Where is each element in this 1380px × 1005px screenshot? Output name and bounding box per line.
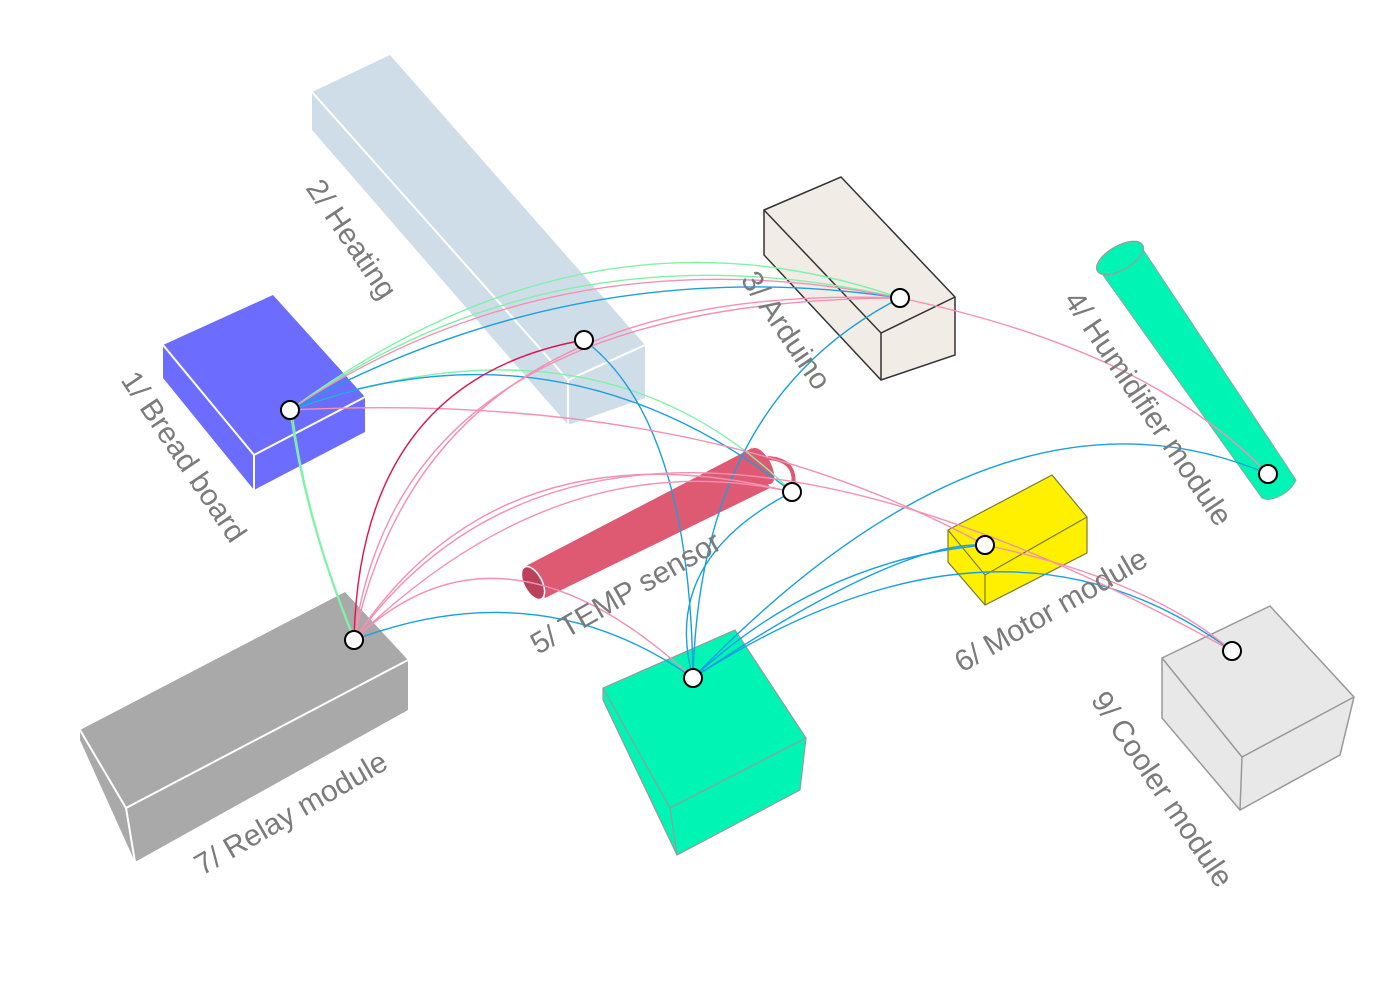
node-bread-board[interactable] <box>280 400 300 420</box>
node-cooler[interactable] <box>1222 641 1242 661</box>
wire-pink <box>353 480 793 641</box>
wire-pink <box>353 473 793 641</box>
relay-body <box>80 592 408 862</box>
cooler-body <box>1161 605 1355 811</box>
node-motor[interactable] <box>975 535 995 555</box>
node-temp-sensor[interactable] <box>782 482 802 502</box>
node-humidifier[interactable] <box>1258 464 1278 484</box>
temp-sensor-end <box>749 447 775 485</box>
wire-pink <box>984 544 1233 652</box>
wire-blue <box>353 611 694 679</box>
node-arduino[interactable] <box>890 288 910 308</box>
wire-green <box>289 261 901 411</box>
node-relay[interactable] <box>344 630 364 650</box>
arduino-component <box>763 176 956 381</box>
wire-blue <box>692 544 986 679</box>
wire-pink <box>353 296 901 641</box>
wire-blue <box>685 491 793 679</box>
connection-nodes <box>280 288 1278 688</box>
relay-edge-vertical <box>125 807 136 863</box>
wire-blue <box>692 443 1269 679</box>
node-heating[interactable] <box>574 330 594 350</box>
wire-blue <box>692 571 1233 679</box>
wires <box>289 261 1269 679</box>
bread-board-body <box>163 295 365 490</box>
cooler-edge-vertical <box>1239 756 1243 811</box>
humidifier-body <box>1097 247 1297 500</box>
power-cube-body <box>602 629 807 856</box>
power-cube-edge-vertical <box>669 807 678 856</box>
node-power[interactable] <box>683 668 703 688</box>
temp-sensor-body <box>522 448 770 598</box>
wire-green <box>289 274 901 411</box>
wire-pink <box>289 407 986 546</box>
wire-blue <box>692 297 901 679</box>
wire-pink <box>289 278 901 411</box>
heating-body <box>312 55 645 425</box>
cooler-component <box>1161 605 1355 811</box>
humidifier-cap <box>1095 240 1145 276</box>
wire-green <box>289 409 355 641</box>
wire-red <box>353 339 585 641</box>
humidifier-component <box>1095 240 1297 500</box>
bread-board-component <box>162 295 366 490</box>
relay-component <box>79 592 409 863</box>
wire-blue <box>583 339 694 679</box>
wire-green <box>291 411 357 643</box>
wire-blue <box>289 286 901 411</box>
wire-pink <box>353 577 694 679</box>
wire-blue <box>692 544 986 679</box>
arduino-body <box>763 176 956 381</box>
wire-pink <box>899 297 1269 475</box>
power-cube-component <box>602 629 807 856</box>
